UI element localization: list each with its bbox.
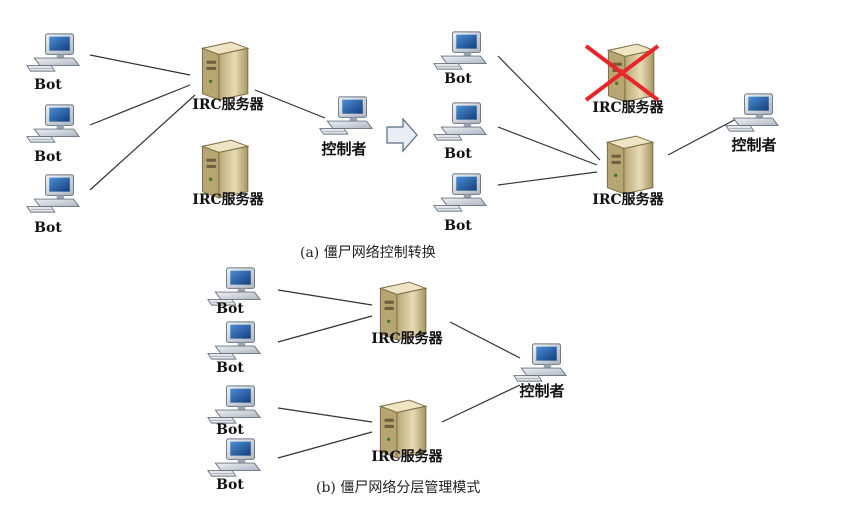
controller-label: 控制者	[731, 136, 776, 154]
irc-server-label: IRC服务器	[592, 191, 664, 208]
bot-computer-icon	[26, 33, 80, 72]
bot-computer-icon	[207, 438, 261, 477]
bot-label: Bot	[444, 71, 472, 87]
bot-computer-icon	[433, 173, 487, 212]
link	[497, 171, 598, 186]
controller-label: 控制者	[519, 382, 564, 400]
bot-computer-icon	[207, 321, 261, 360]
bot-label: Bot	[34, 220, 62, 236]
irc-server-icon	[606, 135, 654, 195]
link	[277, 315, 373, 343]
link	[89, 84, 191, 126]
link	[497, 55, 601, 161]
bot-label: Bot	[34, 149, 62, 165]
irc-server-icon	[201, 41, 249, 101]
red-x-icon	[584, 44, 660, 102]
irc-server-label: IRC服务器	[371, 330, 443, 347]
link	[254, 89, 326, 119]
link	[277, 289, 373, 306]
bot-label: Bot	[216, 422, 244, 438]
bot-label: Bot	[444, 218, 472, 234]
controller-computer-icon	[319, 96, 373, 135]
bot-label: Bot	[216, 360, 244, 376]
irc-server-icon	[201, 139, 249, 199]
link	[89, 54, 191, 76]
controller-computer-icon	[725, 93, 779, 132]
bot-label: Bot	[34, 77, 62, 93]
bot-label: Bot	[216, 301, 244, 317]
caption-b: (b) 僵尸网络分层管理模式	[316, 480, 480, 496]
bot-label: Bot	[216, 477, 244, 493]
irc-server-label: IRC服务器	[192, 191, 264, 208]
controller-computer-icon	[513, 343, 567, 382]
bot-computer-icon	[26, 104, 80, 143]
controller-label: 控制者	[321, 140, 366, 158]
link	[277, 407, 373, 423]
link	[441, 384, 521, 423]
right-arrow-icon	[386, 117, 418, 153]
bot-computer-icon	[207, 267, 261, 306]
irc-server-label: IRC服务器	[192, 96, 264, 113]
link	[89, 94, 196, 191]
bot-computer-icon	[26, 174, 80, 213]
bot-label: Bot	[444, 146, 472, 162]
bot-computer-icon	[207, 385, 261, 424]
link	[497, 126, 598, 166]
link	[277, 431, 373, 459]
bot-computer-icon	[433, 102, 487, 141]
link	[449, 321, 521, 359]
bot-computer-icon	[433, 31, 487, 70]
caption-a: (a) 僵尸网络控制转换	[300, 244, 436, 261]
link	[667, 117, 739, 156]
failed-server-label: IRC服务器	[592, 99, 664, 116]
irc-server-label: IRC服务器	[371, 448, 443, 465]
